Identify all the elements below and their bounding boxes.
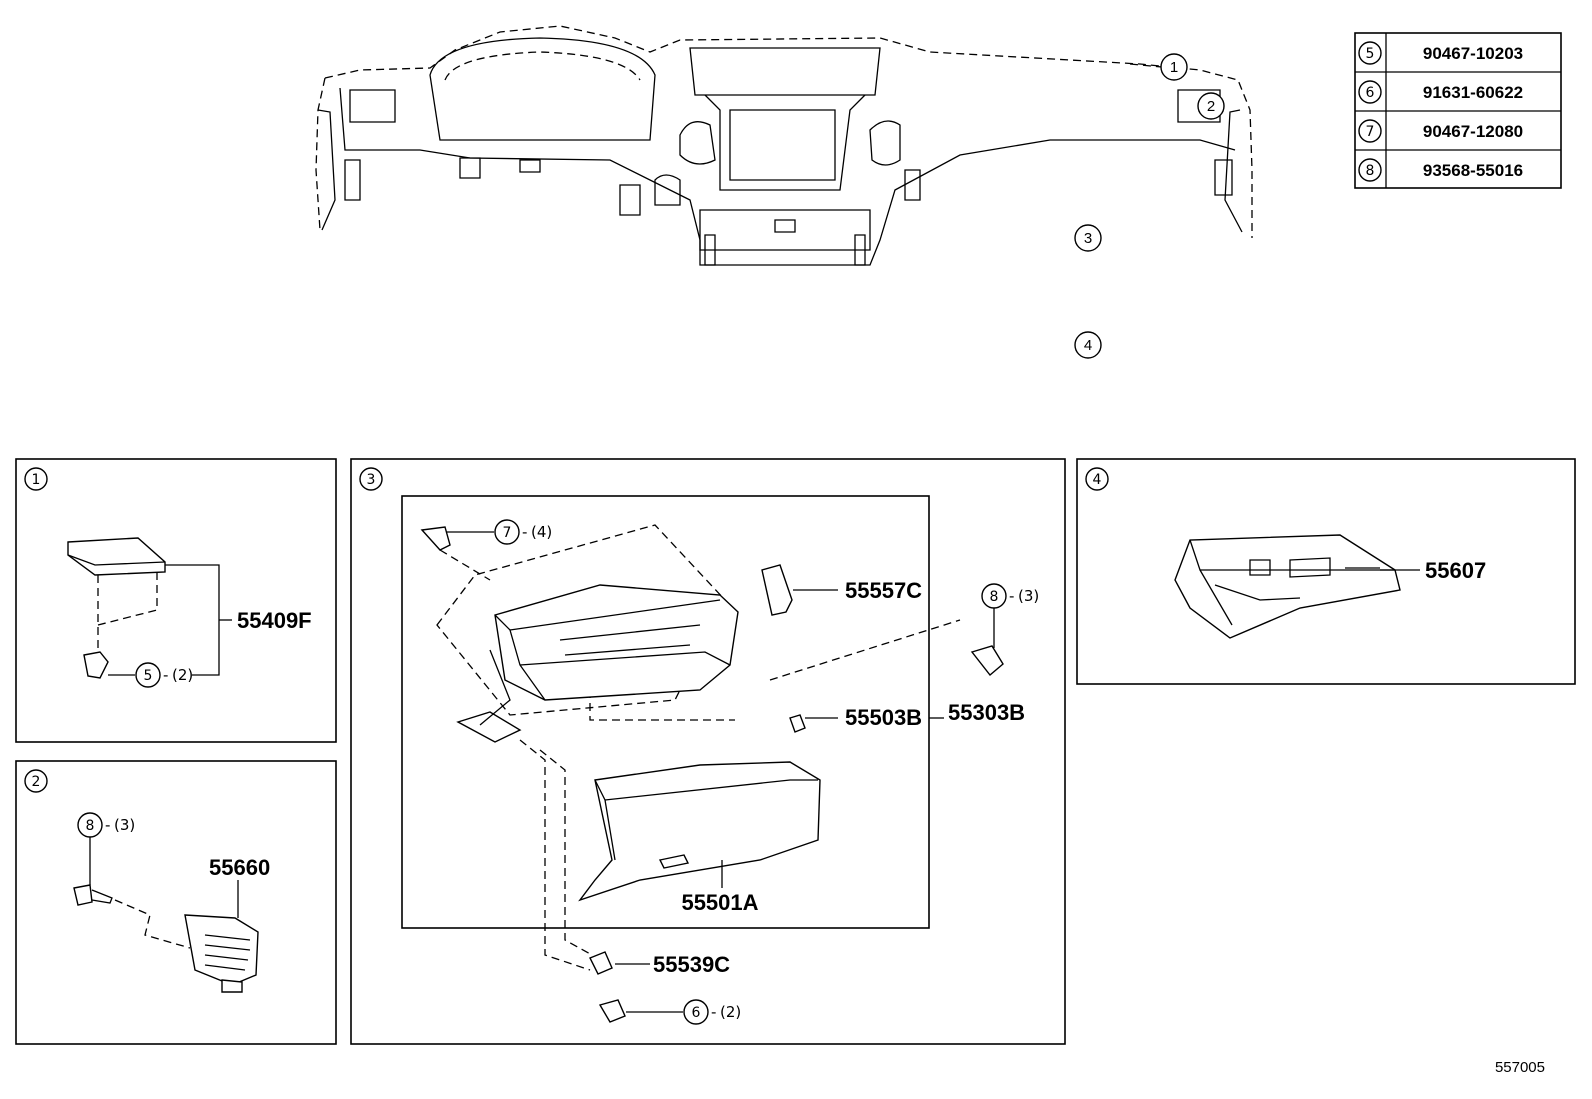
panel-2-index — [24, 769, 48, 793]
detail-panel-4: 4 55607 — [1076, 458, 1576, 685]
svg-text:6: 6 — [692, 1005, 701, 1021]
svg-text:-: - — [163, 666, 168, 684]
fastener-callout-8: 8 - (3) — [77, 812, 135, 838]
overview-callout-2: 2 — [1197, 92, 1225, 120]
fastener-callout-8-right: 8 - (3) — [981, 583, 1039, 609]
svg-text:91631-60622: 91631-60622 — [1423, 83, 1523, 102]
fastener-row-6: 6 91631-60622 — [1358, 80, 1523, 104]
fastener-row-8: 8 93568-55016 — [1358, 158, 1523, 182]
svg-text:7: 7 — [503, 525, 512, 541]
fastener-row-7: 7 90467-12080 — [1358, 119, 1523, 143]
svg-text:(3): (3) — [1018, 587, 1039, 605]
panel-4-index — [1085, 467, 1109, 491]
overview-callout-4: 4 — [1074, 331, 1102, 359]
svg-text:-: - — [105, 816, 110, 834]
svg-text:2: 2 — [1207, 98, 1215, 115]
svg-text:90467-12080: 90467-12080 — [1423, 122, 1523, 141]
fastener-table: 5 90467-10203 6 91631-60622 7 90467-1208… — [1354, 32, 1562, 189]
svg-text:1: 1 — [32, 472, 41, 488]
svg-text:1: 1 — [1170, 59, 1178, 76]
part-55409F: 55409F — [237, 608, 312, 633]
part-55557C: 55557C — [845, 578, 922, 603]
part-55501A: 55501A — [681, 890, 758, 915]
detail-panel-1: 1 55409F 5 - (2) — [15, 458, 337, 743]
svg-text:8: 8 — [1366, 163, 1375, 179]
svg-text:(4): (4) — [531, 523, 552, 541]
detail-panel-3: 3 7 - (4) 55557C 8 — [350, 458, 1066, 1045]
instrument-panel-overview — [315, 25, 1253, 266]
svg-text:2: 2 — [32, 774, 41, 790]
part-55303B: 55303B — [948, 700, 1025, 725]
part-55539C: 55539C — [653, 952, 730, 977]
overview-callout-3: 3 — [1074, 224, 1102, 252]
svg-text:90467-10203: 90467-10203 — [1423, 44, 1523, 63]
svg-text:4: 4 — [1084, 337, 1092, 354]
part-55503B: 55503B — [845, 705, 922, 730]
svg-text:93568-55016: 93568-55016 — [1423, 161, 1523, 180]
svg-text:-: - — [522, 523, 527, 541]
svg-text:(2): (2) — [172, 666, 193, 684]
diagram-id: 557005 — [1495, 1059, 1545, 1076]
fastener-callout-6: 6 - (2) — [683, 999, 741, 1025]
svg-text:3: 3 — [367, 472, 376, 488]
svg-text:6: 6 — [1366, 85, 1375, 101]
svg-text:4: 4 — [1093, 472, 1102, 488]
panel-3-index — [359, 467, 383, 491]
svg-text:(2): (2) — [720, 1003, 741, 1021]
overview-callout-1: 1 — [1160, 53, 1188, 81]
fastener-row-5: 5 90467-10203 — [1358, 41, 1523, 65]
fastener-callout-7: 7 - (4) — [494, 519, 552, 545]
svg-text:7: 7 — [1366, 124, 1375, 140]
svg-text:8: 8 — [990, 589, 999, 605]
part-55607: 55607 — [1425, 558, 1486, 583]
svg-text:(3): (3) — [114, 816, 135, 834]
svg-text:-: - — [711, 1003, 716, 1021]
svg-text:-: - — [1009, 587, 1014, 605]
detail-panel-2: 2 8 - (3) 55660 — [15, 760, 337, 1045]
glove-box-assembly-frame — [401, 495, 930, 929]
svg-text:8: 8 — [86, 818, 95, 834]
svg-text:5: 5 — [144, 668, 153, 684]
svg-text:3: 3 — [1084, 230, 1092, 247]
panel-1-index — [24, 467, 48, 491]
fastener-callout-5: 5 - (2) — [135, 662, 193, 688]
svg-text:5: 5 — [1366, 46, 1375, 62]
part-55660: 55660 — [209, 855, 270, 880]
